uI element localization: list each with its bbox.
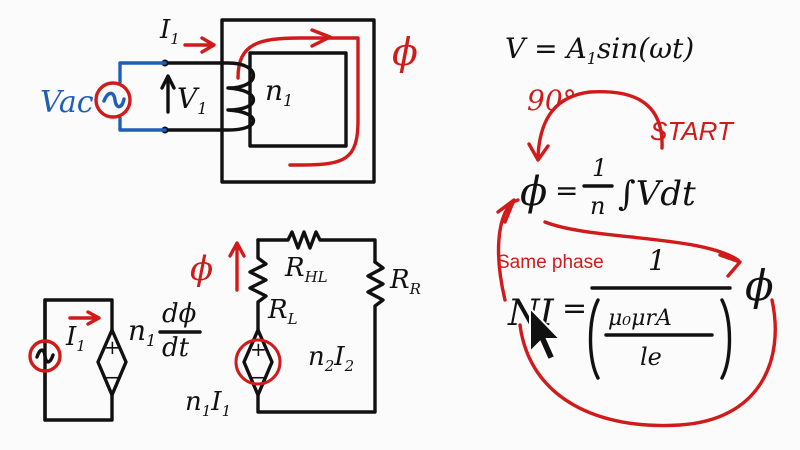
current-symbol: I bbox=[159, 15, 171, 45]
ni-paren-right bbox=[720, 298, 732, 380]
top-wire-rhl bbox=[256, 230, 377, 264]
voltage-eq-tail: sin(ωt) bbox=[597, 32, 694, 65]
r-hl-subscript: HL bbox=[304, 268, 328, 286]
voltage-eq-head: V = A bbox=[505, 32, 587, 65]
mesh-current-label: n2I2 bbox=[308, 342, 354, 375]
dep-source-subscript: 1 bbox=[146, 331, 156, 350]
source-circle bbox=[94, 81, 132, 119]
current-subscript: 1 bbox=[170, 30, 180, 48]
mesh-n: n bbox=[308, 342, 325, 372]
dep-minus: − bbox=[104, 365, 121, 389]
mesh-i: I bbox=[333, 342, 345, 372]
voltage-eq-sub: 1 bbox=[587, 49, 597, 68]
magnetic-circuit bbox=[234, 230, 385, 414]
turns-symbol: n bbox=[265, 74, 283, 107]
dphi-label: dϕ bbox=[162, 299, 197, 329]
flux-symbol-bottom: ϕ bbox=[190, 249, 213, 289]
voltage-symbol: V bbox=[177, 82, 200, 115]
dt-label: dt bbox=[162, 333, 190, 363]
r-l-symbol: R bbox=[267, 295, 288, 325]
dep-plus: + bbox=[104, 335, 121, 359]
src2-i: I bbox=[210, 387, 222, 417]
ni-den-top: μ₀μrA bbox=[608, 306, 672, 331]
transformer-core bbox=[220, 18, 376, 184]
core-window bbox=[248, 51, 348, 148]
sine-icon-b bbox=[35, 348, 55, 364]
source-highlight bbox=[234, 338, 282, 386]
start-label: START bbox=[650, 116, 735, 146]
src2-i-sub: 1 bbox=[222, 402, 232, 420]
dep-source-label: n1 bbox=[128, 314, 156, 350]
src2-n-sub: 1 bbox=[202, 402, 212, 420]
r-r-label: RR bbox=[389, 265, 421, 298]
feedback-loop bbox=[518, 298, 777, 428]
same-phase-arrowhead-b bbox=[718, 253, 742, 278]
ni-paren-left bbox=[588, 298, 600, 380]
mouse-cursor bbox=[529, 305, 563, 362]
mesh-i-sub: 2 bbox=[344, 357, 355, 375]
dependent-source-diamond-b bbox=[242, 328, 274, 397]
flux-symbol-top: ϕ bbox=[392, 30, 418, 74]
r-hl-label: RHL bbox=[284, 253, 328, 286]
phase-arc bbox=[536, 89, 664, 158]
flux-symbol-eq: ϕ bbox=[520, 169, 547, 215]
source-label: Vac bbox=[40, 85, 94, 120]
r-hl-symbol: R bbox=[284, 253, 305, 283]
same-phase-label: Same phase bbox=[497, 252, 604, 273]
dependent-source-diamond bbox=[96, 328, 128, 397]
same-phase-arrowhead-a bbox=[496, 198, 516, 224]
ni-equals: = bbox=[562, 291, 587, 326]
ac-source bbox=[94, 61, 167, 132]
voltage-equation: V = A1sin(ωt) bbox=[505, 32, 694, 68]
r-r-subscript: R bbox=[409, 280, 421, 298]
core-outer bbox=[220, 18, 376, 184]
turns-subscript: 1 bbox=[283, 91, 293, 110]
voltage-label: V1 bbox=[177, 82, 207, 118]
mesh-n-sub: 2 bbox=[324, 357, 335, 375]
source-leads bbox=[118, 61, 167, 132]
phase-arc-arrowhead bbox=[527, 142, 550, 162]
src2-minus: − bbox=[250, 365, 267, 389]
current-arrow-b bbox=[68, 310, 101, 326]
flux-equals: = bbox=[555, 174, 578, 207]
flux-integral: ∫Vdt bbox=[618, 174, 696, 214]
flux-arrowhead bbox=[310, 28, 332, 48]
turns-label: n1 bbox=[265, 74, 293, 110]
r-r-symbol: R bbox=[389, 265, 410, 295]
same-phase-right-arc bbox=[543, 220, 740, 262]
source-current-symbol: I bbox=[65, 322, 77, 352]
r-l-subscript: L bbox=[287, 310, 298, 328]
current-arrow-i1 bbox=[183, 36, 216, 54]
flux-frac-den: n bbox=[590, 192, 605, 220]
sine-icon bbox=[102, 91, 126, 109]
flux-arrow-bottom bbox=[228, 241, 246, 292]
r-l-label: RL bbox=[267, 295, 298, 328]
left-wire-rl bbox=[248, 238, 268, 332]
result-flux: ϕ bbox=[745, 261, 774, 310]
src2-label: n1I1 bbox=[185, 387, 231, 420]
right-wire-rr bbox=[256, 260, 385, 414]
ni-den-bottom: le bbox=[640, 343, 662, 371]
voltage-arrow bbox=[160, 74, 176, 114]
flux-frac-num: 1 bbox=[592, 154, 607, 182]
source-circle-b bbox=[28, 339, 62, 373]
current-label: I1 bbox=[159, 15, 180, 48]
ni-numerator: 1 bbox=[648, 244, 666, 277]
flux-path bbox=[236, 36, 360, 167]
source-current-subscript: 1 bbox=[76, 337, 86, 355]
dep-source-symbol: n bbox=[128, 314, 146, 347]
src2-n: n bbox=[185, 387, 202, 417]
source-current-label: I1 bbox=[65, 322, 86, 355]
voltage-subscript: 1 bbox=[197, 99, 207, 118]
src2-plus: + bbox=[250, 337, 267, 361]
primary-equivalent-circuit bbox=[28, 298, 128, 422]
